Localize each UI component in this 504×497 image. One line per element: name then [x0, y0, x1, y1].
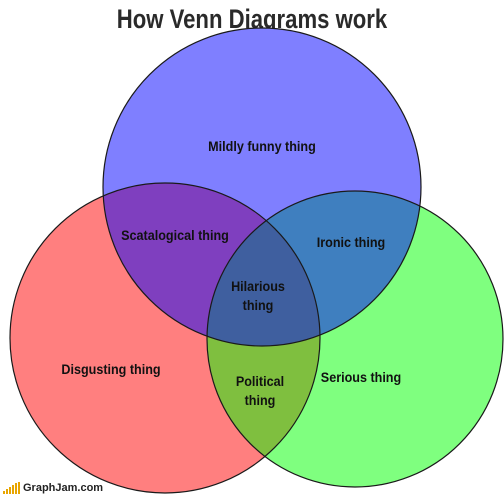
label-ironic: Ironic thing: [317, 234, 385, 250]
label-hilarious-line2: thing: [243, 297, 274, 313]
label-disgusting: Disgusting thing: [61, 361, 160, 377]
overlap-all: [207, 191, 320, 346]
label-mildly-funny: Mildly funny thing: [208, 138, 316, 154]
watermark: GraphJam.com: [3, 480, 103, 494]
graphjam-logo-bars: [3, 482, 20, 494]
label-serious: Serious thing: [321, 369, 401, 385]
label-political-line2: thing: [245, 392, 276, 408]
label-hilarious-line1: Hilarious: [231, 278, 285, 294]
label-political-line1: Political: [236, 373, 284, 389]
graphjam-brand: GraphJam.com: [23, 482, 104, 494]
label-scatalogical: Scatalogical thing: [121, 227, 229, 243]
circle-outlines: [9, 27, 504, 494]
